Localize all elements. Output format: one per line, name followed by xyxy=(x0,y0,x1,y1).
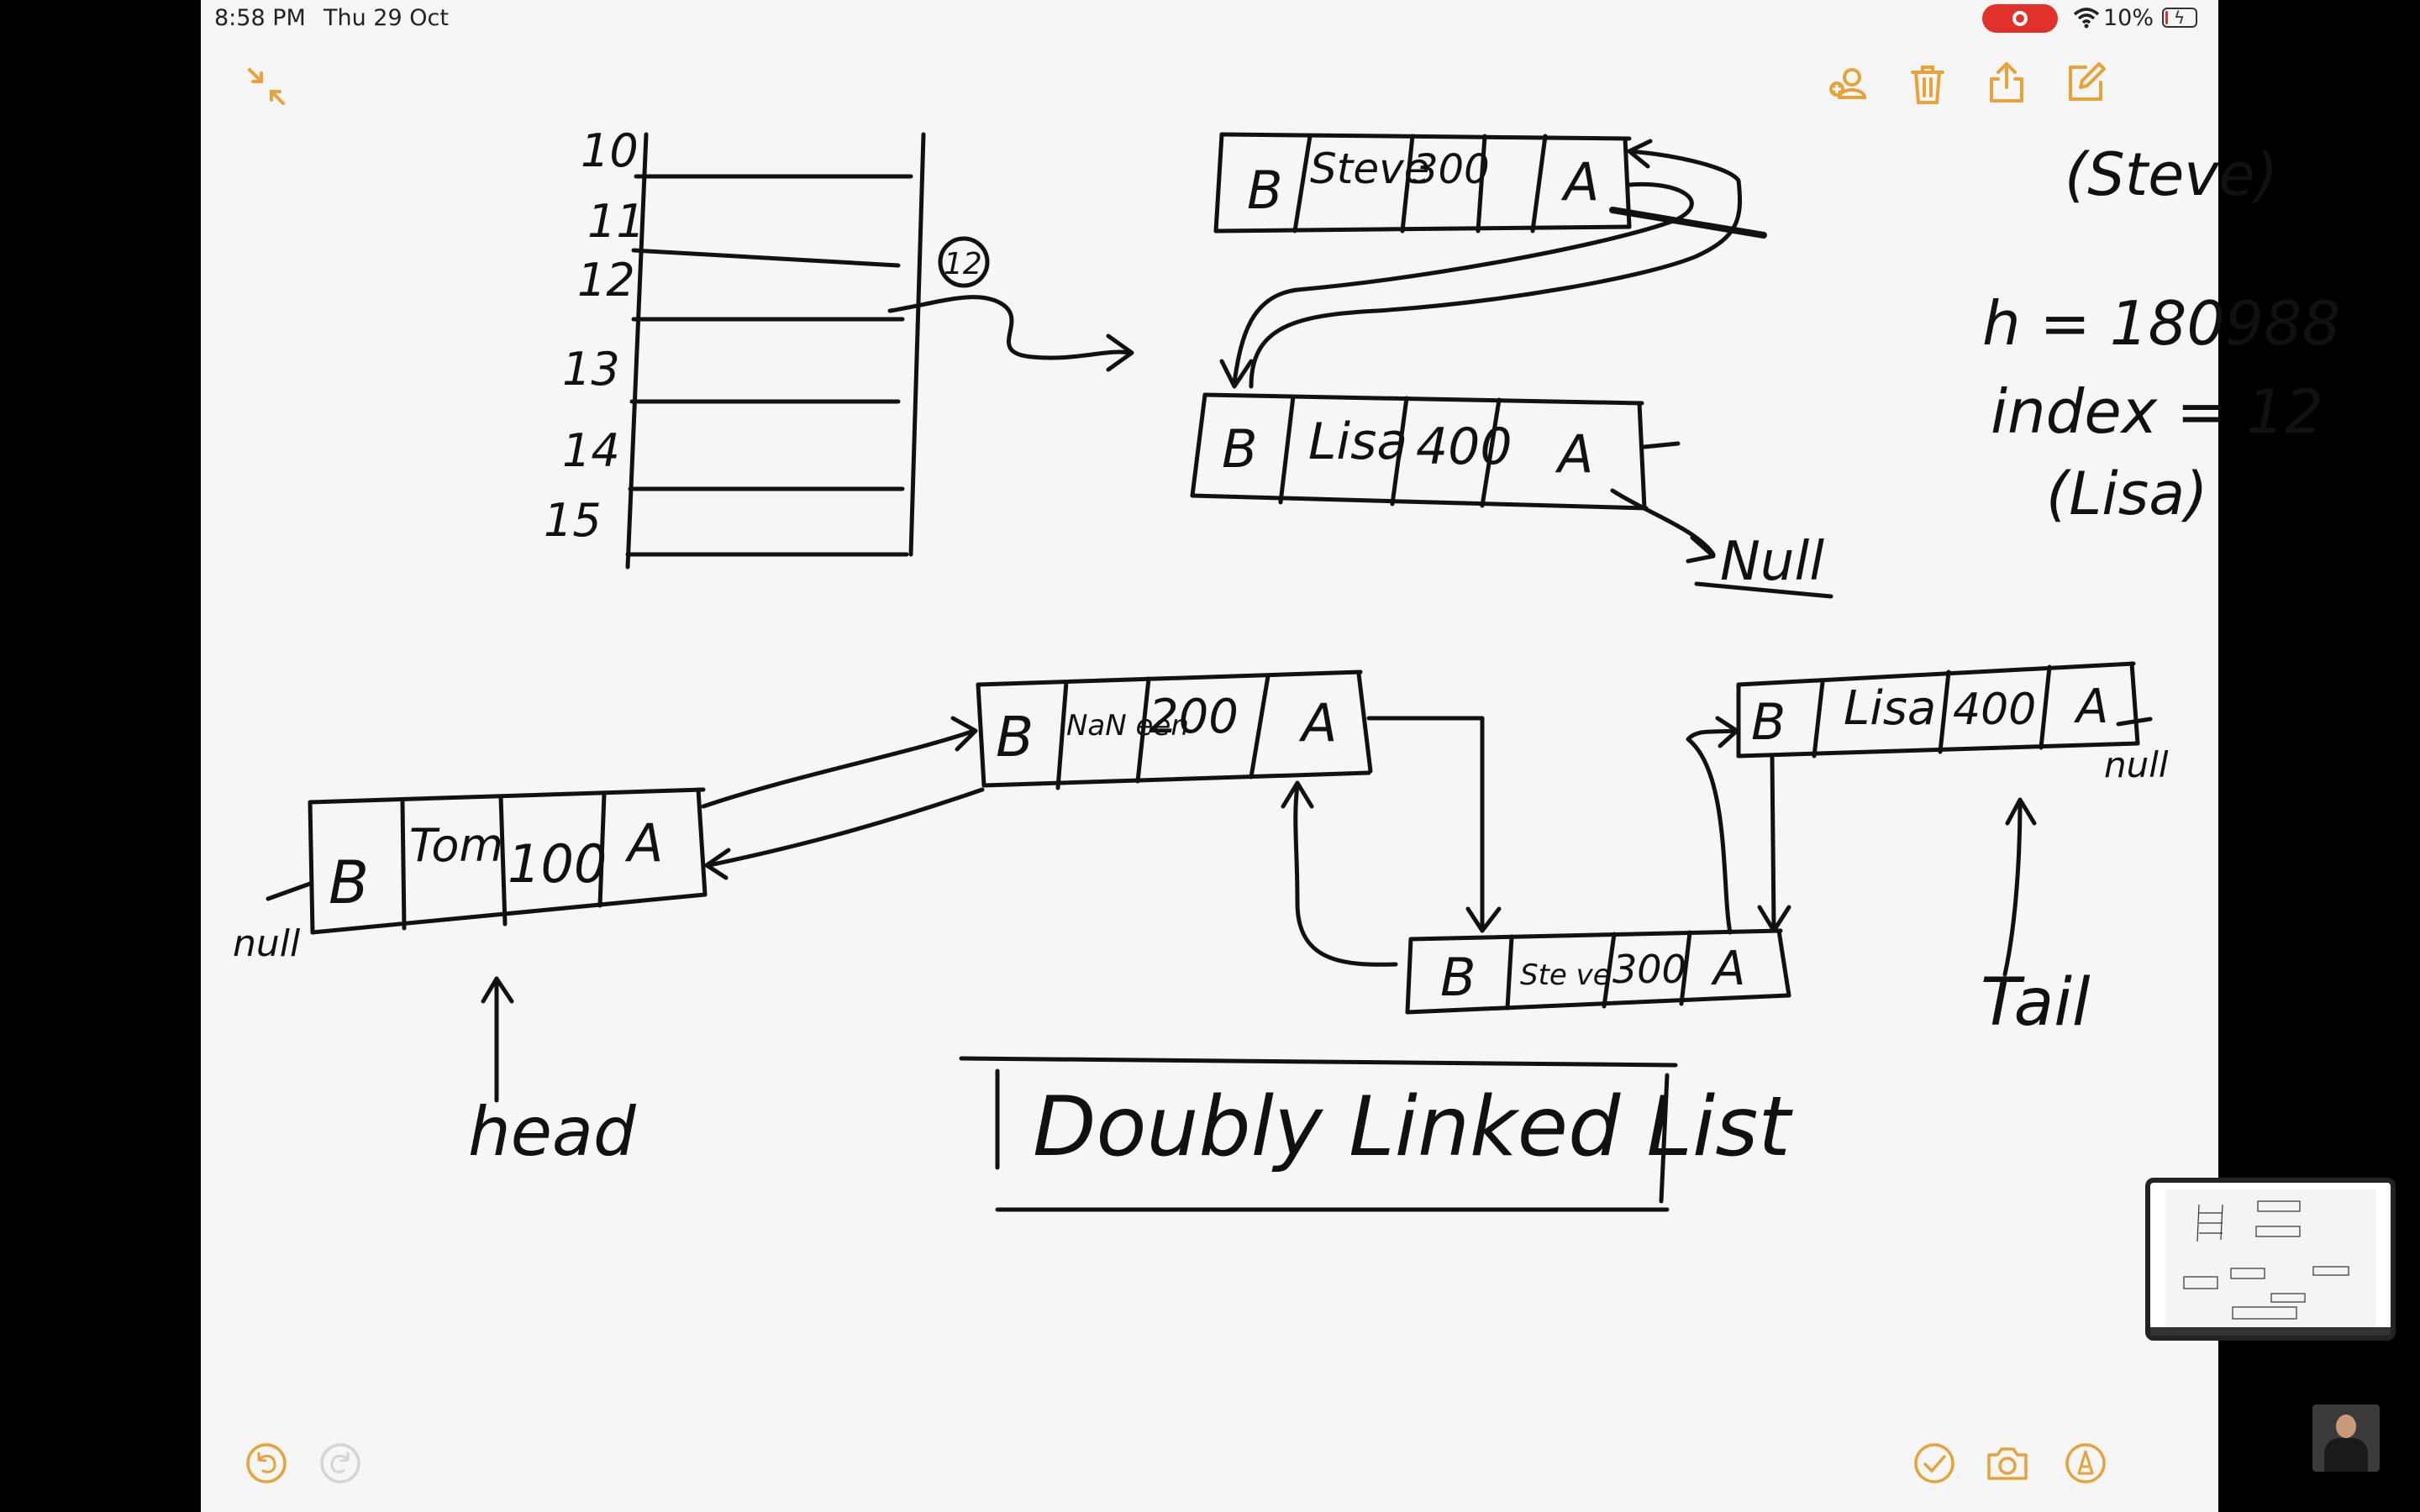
index-10: 10 xyxy=(581,124,639,177)
undo-icon[interactable] xyxy=(243,1440,290,1487)
status-date: Thu 29 Oct xyxy=(324,5,449,31)
bucket-steve-name: Steve xyxy=(1310,144,1429,193)
bucket-lisa-value: 400 xyxy=(1416,417,1512,476)
index-14: 14 xyxy=(562,424,620,477)
tail-arrow xyxy=(2002,800,2023,977)
status-time: 8:58 PM xyxy=(214,5,306,31)
presenter-avatar xyxy=(2336,1415,2356,1438)
record-icon xyxy=(2012,11,2028,26)
naneen-next-link xyxy=(1366,716,1485,931)
bucket-lisa-b: B xyxy=(1222,418,1258,480)
index-11: 11 xyxy=(587,195,645,248)
bucket-null: Null xyxy=(1720,531,1824,593)
note-lisa: (Lisa) xyxy=(2046,459,2207,528)
handwritten-labels: 10 11 12 13 14 15 12 B Steve 300 A B Lis… xyxy=(233,124,2341,1175)
note-steve: (Steve) xyxy=(2065,140,2278,209)
list-node-naneen xyxy=(976,669,1373,790)
note-hash: h = 180988 xyxy=(1982,288,2341,359)
list-steve-a: A xyxy=(1711,942,1745,996)
scribble xyxy=(1609,207,1767,239)
head-label: head xyxy=(468,1093,637,1171)
tom-next-link xyxy=(701,728,976,809)
list-node-lisa xyxy=(1736,661,2140,759)
checkmark-icon[interactable] xyxy=(1911,1440,1958,1487)
battery-icon: ϟ xyxy=(2162,8,2197,28)
steve-next-link xyxy=(1686,728,1737,935)
wifi-icon xyxy=(2073,8,2100,29)
null-right: null xyxy=(2104,744,2169,785)
caption-box xyxy=(959,1056,1678,1068)
index-12: 12 xyxy=(577,254,635,307)
null-left: null xyxy=(233,922,301,965)
index-15: 15 xyxy=(544,494,602,547)
next-link xyxy=(1232,181,1694,385)
list-steve-name: Ste ve xyxy=(1520,958,1611,992)
collapse-icon[interactable] xyxy=(243,63,290,110)
pip-progress-bar xyxy=(2150,1327,2391,1336)
list-steve-value: 300 xyxy=(1612,947,1686,992)
list-naneen-value: 200 xyxy=(1149,690,1239,744)
index-circle xyxy=(938,236,990,288)
list-node-steve xyxy=(1405,928,1791,1015)
index-circle-label: 12 xyxy=(944,247,982,281)
list-steve-b: B xyxy=(1440,947,1476,1008)
battery-level xyxy=(2165,11,2168,24)
list-lisa-a: A xyxy=(2074,680,2108,734)
list-naneen-a: A xyxy=(1298,692,1337,753)
screen-recording-indicator[interactable] xyxy=(1982,4,2058,33)
notes-screen: 10 11 12 13 14 15 12 B Steve 300 A B Lis… xyxy=(201,0,2341,1512)
naneen-prev-link xyxy=(707,787,985,868)
picture-in-picture-preview[interactable] xyxy=(2145,1178,2396,1341)
prev-link xyxy=(1249,149,1743,389)
battery-percentage: 10% xyxy=(2103,5,2154,31)
tail-label: Tail xyxy=(1981,965,2091,1041)
bucket-steve-value: 300 xyxy=(1413,146,1490,193)
list-tom-value: 100 xyxy=(508,833,607,895)
redo-icon[interactable] xyxy=(317,1440,364,1487)
list-naneen-b: B xyxy=(996,705,1034,769)
add-person-icon[interactable] xyxy=(1825,60,1872,108)
note-index: index = 12 xyxy=(1991,376,2323,447)
bucket-steve-a: A xyxy=(1560,151,1599,213)
trash-icon[interactable] xyxy=(1904,60,1951,108)
camera-icon[interactable] xyxy=(1984,1440,2031,1487)
list-lisa-name: Lisa xyxy=(1844,681,1936,736)
hash-table xyxy=(625,132,926,570)
bucket-lisa-name: Lisa xyxy=(1308,412,1407,471)
list-tom-b: B xyxy=(329,848,369,917)
charging-bolt-icon: ϟ xyxy=(2174,8,2186,28)
bucket-pointer-arrow xyxy=(887,295,1132,360)
list-node-tom xyxy=(308,787,708,935)
list-tom-name: Tom xyxy=(409,819,503,872)
markup-pen-icon[interactable] xyxy=(2062,1440,2109,1487)
list-tom-a: A xyxy=(624,812,663,874)
list-lisa-b: B xyxy=(1751,693,1786,752)
handwriting-canvas[interactable]: 10 11 12 13 14 15 12 B Steve 300 A B Lis… xyxy=(201,0,2341,1512)
null-arrow xyxy=(1610,488,1716,557)
bucket-node-steve xyxy=(1213,132,1632,234)
bucket-lisa-a: A xyxy=(1555,423,1593,485)
lisa-prev-link xyxy=(1770,753,1776,931)
bucket-steve-b: B xyxy=(1247,160,1283,221)
list-naneen-name: NaN een xyxy=(1066,709,1189,743)
share-icon[interactable] xyxy=(1983,59,2030,106)
pip-thumbnail xyxy=(2165,1189,2375,1331)
caption: Doubly Linked List xyxy=(1033,1079,1793,1175)
compose-icon[interactable] xyxy=(2062,59,2109,106)
list-lisa-value: 400 xyxy=(1953,685,2036,735)
camera-overlay xyxy=(2312,1404,2380,1472)
bucket-node-lisa xyxy=(1190,392,1649,511)
steve-prev-link xyxy=(1293,783,1398,967)
index-13: 13 xyxy=(562,343,620,396)
